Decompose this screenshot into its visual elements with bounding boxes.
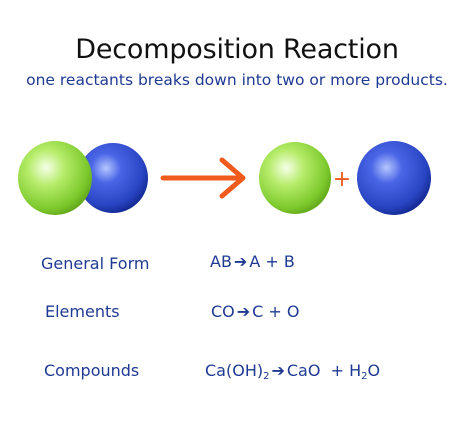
equation-lhs: CO	[211, 302, 235, 321]
blue-sphere-icon	[357, 141, 431, 215]
decomposition-diagram: +	[18, 141, 431, 215]
elements-equation: CO➔C + O	[211, 302, 300, 321]
equation-rhs-part-b: O	[367, 361, 381, 380]
green-blue-diatomic-molecule-icon	[18, 141, 148, 215]
reaction-arrow-icon: ➔	[236, 302, 251, 321]
equation-rhs-part-a: CaO + H	[286, 361, 362, 380]
general-form-equation: AB➔A + B	[210, 252, 295, 271]
equation-lhs-subscript: 2	[263, 371, 270, 382]
plus-sign-icon: +	[333, 167, 351, 192]
compounds-equation: Ca(OH)2➔CaO + H2O	[205, 361, 380, 382]
elements-label: Elements	[45, 302, 120, 321]
blue-atom-icon	[78, 143, 148, 213]
equation-rhs: C + O	[252, 302, 300, 321]
green-sphere-icon	[259, 142, 331, 214]
page-title: Decomposition Reaction	[75, 34, 399, 65]
definition-text: one reactants breaks down into two or mo…	[26, 71, 448, 89]
equation-lhs: AB	[210, 252, 232, 271]
reaction-arrow-icon: ➔	[271, 361, 285, 380]
equation-rhs-subscript: 2	[361, 371, 368, 382]
equation-lhs: Ca(OH)	[205, 361, 264, 380]
reaction-arrow-icon: ➔	[233, 252, 248, 271]
green-atom-icon	[18, 141, 92, 215]
right-arrow-icon	[160, 157, 246, 199]
compounds-label: Compounds	[44, 361, 140, 380]
general-form-label: General Form	[41, 254, 150, 273]
equation-rhs: A + B	[249, 252, 295, 271]
